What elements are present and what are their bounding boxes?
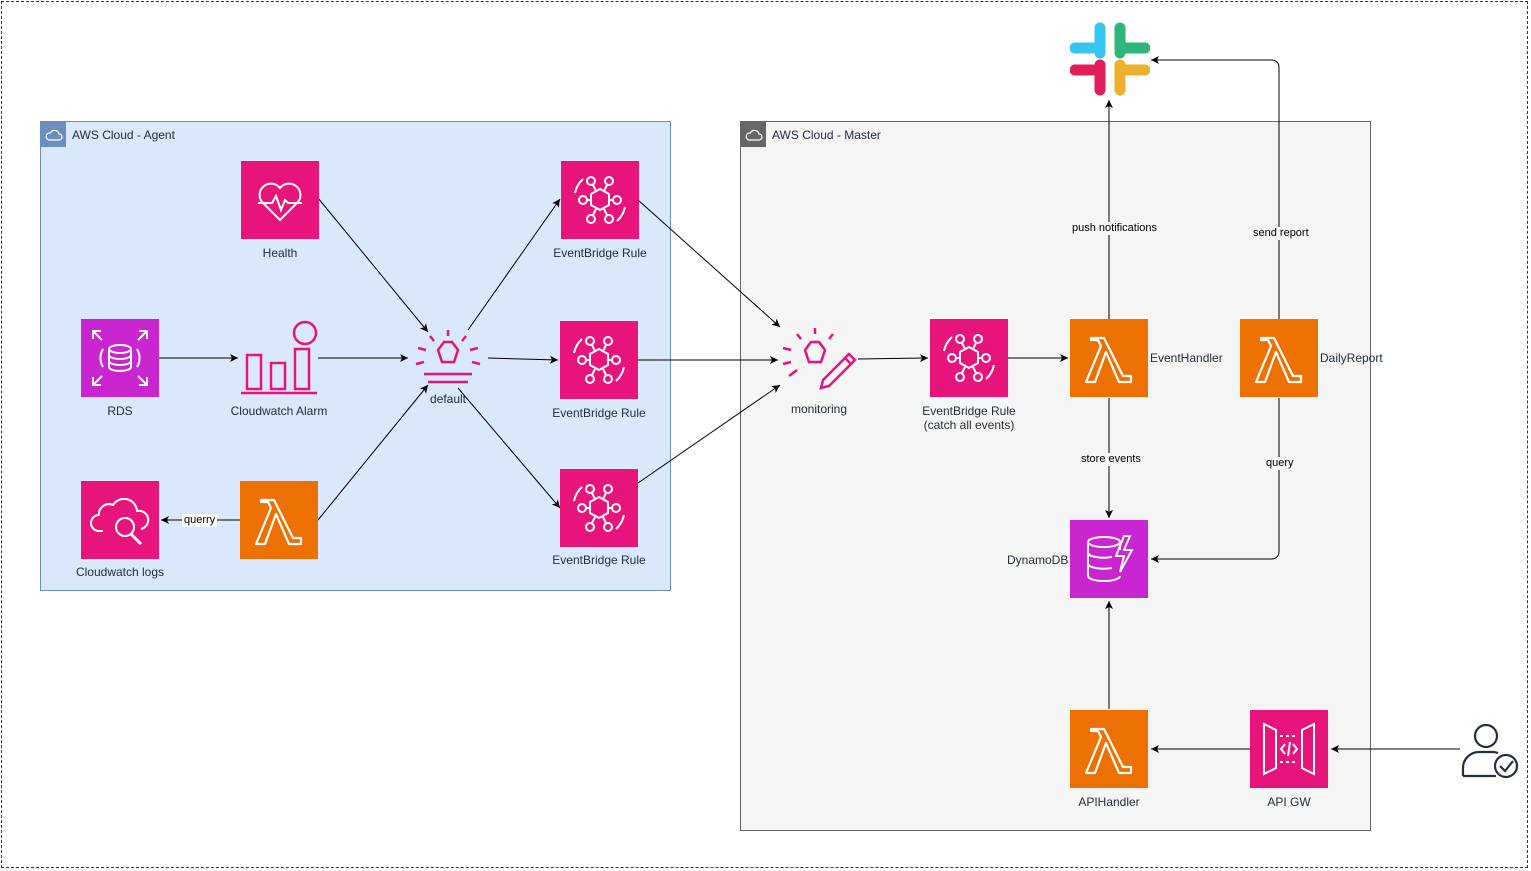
- dynamodb-icon: [1087, 535, 1134, 582]
- dynamodb-label: DynamoDB: [1007, 553, 1069, 567]
- eventbridge-rule-icon: [573, 336, 625, 384]
- eventbridge-rule-icon: [943, 334, 995, 382]
- catch-all-rule-label-line1: EventBridge Rule: [922, 404, 1016, 418]
- cloudwatch-logs-label: Cloudwatch logs: [75, 565, 165, 579]
- group-title-agent: AWS Cloud - Agent: [72, 128, 175, 142]
- lambda-icon: [254, 498, 303, 546]
- cloudwatch-alarm-icon: [241, 320, 318, 395]
- cloud-icon: [741, 122, 766, 147]
- event-handler-label: EventHandler: [1150, 351, 1223, 365]
- api-gateway-icon: [1263, 722, 1315, 776]
- rds-node[interactable]: [81, 319, 159, 397]
- daily-report-lambda-node[interactable]: [1240, 319, 1318, 397]
- cloudwatch-logs-node[interactable]: [81, 481, 159, 559]
- rds-database-icon: [92, 330, 148, 386]
- eventbridge-catch-all-rule-node[interactable]: [930, 319, 1008, 397]
- api-gw-label: API GW: [1267, 795, 1311, 809]
- dynamodb-node[interactable]: [1070, 520, 1148, 598]
- lambda-icon: [1084, 336, 1133, 384]
- event-bus-icon: [782, 328, 857, 390]
- event-handler-lambda-node[interactable]: [1070, 319, 1148, 397]
- cloudwatch-alarm-label: Cloudwatch Alarm: [230, 404, 328, 418]
- monitoring-bus-label: monitoring: [790, 402, 848, 416]
- health-label: Health: [262, 246, 298, 260]
- eventbridge-rule-2-node[interactable]: [560, 321, 638, 399]
- agent-lambda-node[interactable]: [240, 481, 318, 559]
- cloudwatch-logs-icon: [90, 497, 150, 546]
- edge-default-rule2: [487, 355, 559, 364]
- edge-label-querry: querry: [182, 514, 218, 527]
- slack-logo-icon: [1070, 22, 1150, 96]
- edge-label-store-events: store events: [1079, 453, 1143, 466]
- eventbridge-rule-icon: [573, 484, 625, 532]
- lambda-icon: [1254, 336, 1303, 384]
- edge-label-send-report: send report: [1251, 227, 1311, 240]
- edge-dailyreport-slack: [1151, 56, 1280, 319]
- edge-default-rule1: [467, 198, 561, 331]
- event-bus-icon: [415, 330, 481, 384]
- edge-lambda-default: [317, 384, 429, 521]
- eventbridge-rule-1-node[interactable]: [561, 161, 639, 239]
- health-heart-icon: [258, 182, 302, 222]
- edge-rule3-monitoring: [637, 384, 781, 484]
- edge-dailyreport-dynamodb: [1151, 398, 1280, 563]
- lambda-icon: [1084, 727, 1133, 775]
- group-title-master: AWS Cloud - Master: [772, 128, 881, 142]
- cloud-icon: [41, 122, 66, 147]
- edge-default-rule3: [457, 387, 561, 509]
- edge-label-push-notifications: push notifications: [1070, 222, 1159, 235]
- edge-health-default: [317, 197, 429, 333]
- default-event-bus-node[interactable]: [408, 328, 488, 386]
- cloudwatch-alarm-node[interactable]: [239, 319, 319, 397]
- rds-label: RDS: [107, 404, 133, 418]
- eventbridge-rule-3-label: EventBridge Rule: [552, 553, 646, 567]
- health-node[interactable]: [241, 161, 319, 239]
- slack-node[interactable]: [1070, 20, 1150, 98]
- edge-label-query: query: [1264, 457, 1296, 470]
- user-node[interactable]: [1460, 720, 1520, 780]
- daily-report-label: DailyReport: [1320, 351, 1383, 365]
- monitoring-event-bus-node[interactable]: [779, 324, 859, 392]
- eventbridge-rule-1-label: EventBridge Rule: [553, 246, 647, 260]
- eventbridge-rule-2-label: EventBridge Rule: [552, 406, 646, 420]
- catch-all-rule-label-line2: (catch all events): [923, 418, 1015, 432]
- eventbridge-rule-3-node[interactable]: [560, 469, 638, 547]
- authenticated-user-icon: [1461, 723, 1519, 779]
- eventbridge-rule-icon: [574, 176, 626, 224]
- catch-all-rule-label: EventBridge Rule (catch all events): [899, 404, 1039, 432]
- api-handler-label: APIHandler: [1078, 795, 1140, 809]
- edge-rule1-monitoring: [637, 199, 781, 328]
- default-bus-label: default: [429, 392, 467, 406]
- edge-monitoring-catchall: [857, 354, 929, 363]
- api-gateway-node[interactable]: [1250, 710, 1328, 788]
- api-handler-lambda-node[interactable]: [1070, 710, 1148, 788]
